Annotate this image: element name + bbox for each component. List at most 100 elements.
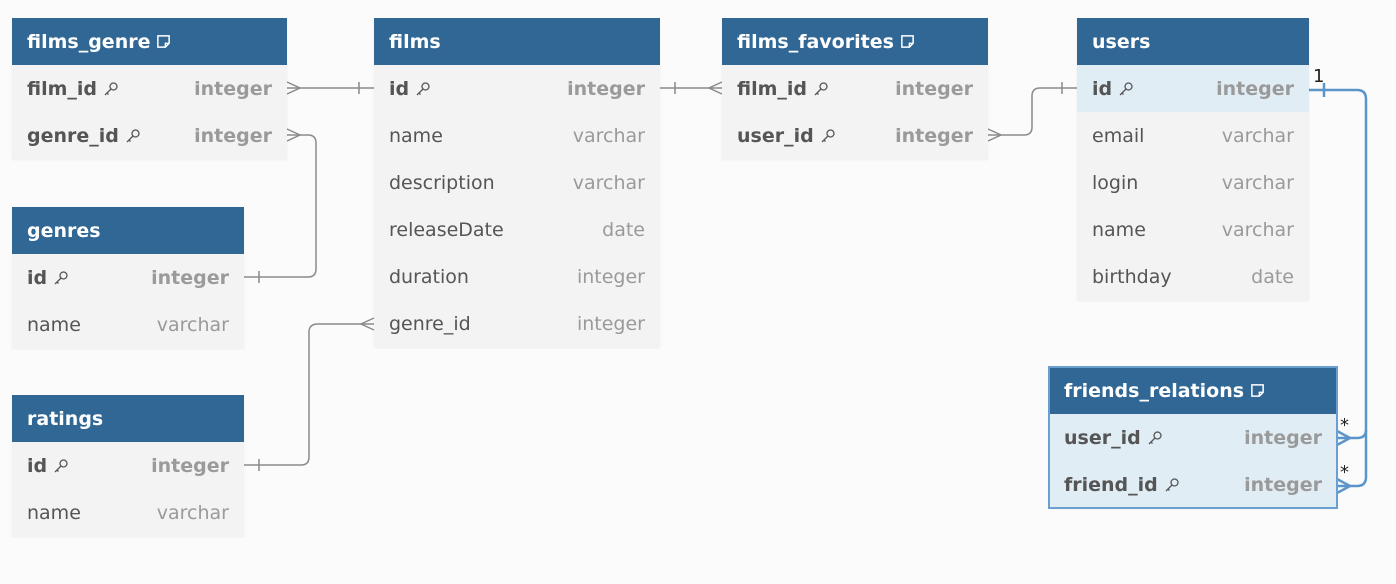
cardinality-many-label: *: [1340, 462, 1349, 483]
field-name: releaseDate: [389, 218, 504, 241]
table-row[interactable]: friend_id integer: [1049, 461, 1337, 508]
cardinality-many-label: *: [1340, 415, 1349, 436]
field-name: friend_id: [1064, 473, 1158, 496]
field-type: varchar: [156, 501, 229, 524]
edge-films-genre-id-to-ratings: [244, 323, 374, 466]
table-header[interactable]: films: [374, 18, 660, 65]
table-header[interactable]: users: [1077, 18, 1309, 65]
field-name: user_id: [737, 124, 814, 147]
field-name: birthday: [1092, 265, 1172, 288]
field-name: name: [389, 124, 443, 147]
field-name: film_id: [27, 77, 98, 100]
table-films[interactable]: films id integer name varchar descriptio…: [374, 18, 660, 347]
field-type: integer: [576, 312, 645, 335]
table-header[interactable]: genres: [12, 207, 244, 254]
crowfoot-many-icon: [707, 81, 723, 95]
field-type: integer: [151, 454, 229, 477]
table-header[interactable]: films_genre: [12, 18, 287, 65]
table-row[interactable]: description varchar: [374, 159, 660, 206]
table-title: genres: [27, 219, 101, 242]
table-row[interactable]: name varchar: [12, 301, 244, 348]
field-name: genre_id: [27, 124, 119, 147]
table-row[interactable]: login varchar: [1077, 159, 1309, 206]
crowfoot-many-icon: [286, 81, 302, 95]
table-title: ratings: [27, 407, 104, 430]
table-row[interactable]: genre_id integer: [374, 300, 660, 347]
table-row[interactable]: user_id integer: [1049, 414, 1337, 461]
crowfoot-many-icon: [286, 128, 302, 142]
table-row[interactable]: id integer: [374, 65, 660, 112]
field-type: integer: [194, 124, 272, 147]
key-icon: [416, 81, 430, 95]
field-name: user_id: [1064, 426, 1141, 449]
table-row[interactable]: birthday date: [1077, 253, 1309, 300]
field-type: date: [602, 218, 645, 241]
key-icon: [1165, 477, 1179, 491]
field-name: id: [27, 454, 48, 477]
table-users[interactable]: users id integer email varchar login var…: [1077, 18, 1309, 300]
field-name: film_id: [737, 77, 808, 100]
field-name: name: [27, 501, 81, 524]
cardinality-one-label: 1: [1313, 66, 1325, 87]
field-type: integer: [151, 266, 229, 289]
key-icon: [1119, 81, 1133, 95]
field-type: integer: [1244, 426, 1322, 449]
field-type: varchar: [1221, 218, 1294, 241]
field-type: integer: [1216, 77, 1294, 100]
field-type: varchar: [1221, 171, 1294, 194]
note-icon[interactable]: [900, 34, 915, 49]
table-row[interactable]: film_id integer: [722, 65, 988, 112]
field-type: varchar: [1221, 124, 1294, 147]
table-films-genre[interactable]: films_genre film_id integer genre_id int…: [12, 18, 287, 159]
table-row[interactable]: id integer: [1077, 65, 1309, 112]
crowfoot-many-icon: [987, 128, 1003, 142]
key-icon: [821, 128, 835, 142]
field-name: duration: [389, 265, 469, 288]
table-friends-relations[interactable]: friends_relations user_id integer friend…: [1048, 366, 1338, 509]
table-header[interactable]: ratings: [12, 395, 244, 442]
table-row[interactable]: user_id integer: [722, 112, 988, 159]
table-row[interactable]: name varchar: [1077, 206, 1309, 253]
edge-films-favorites-to-users: [988, 87, 1077, 136]
field-name: genre_id: [389, 312, 471, 335]
table-films-favorites[interactable]: films_favorites film_id integer user_id …: [722, 18, 988, 159]
table-row[interactable]: releaseDate date: [374, 206, 660, 253]
table-row[interactable]: name varchar: [374, 112, 660, 159]
field-name: name: [1092, 218, 1146, 241]
key-icon: [104, 81, 118, 95]
table-row[interactable]: genre_id integer: [12, 112, 287, 159]
table-title: films_genre: [27, 30, 151, 53]
field-type: integer: [895, 124, 973, 147]
field-name: id: [1092, 77, 1113, 100]
table-genres[interactable]: genres id integer name varchar: [12, 207, 244, 348]
table-row[interactable]: id integer: [12, 442, 244, 489]
table-row[interactable]: film_id integer: [12, 65, 287, 112]
note-icon[interactable]: [1250, 383, 1265, 398]
table-row[interactable]: name varchar: [12, 489, 244, 536]
table-title: friends_relations: [1064, 379, 1245, 402]
field-type: integer: [895, 77, 973, 100]
key-icon: [1148, 430, 1162, 444]
field-type: varchar: [572, 124, 645, 147]
table-header[interactable]: films_favorites: [722, 18, 988, 65]
field-name: name: [27, 313, 81, 336]
key-icon: [54, 458, 68, 472]
field-type: varchar: [572, 171, 645, 194]
note-icon[interactable]: [156, 34, 171, 49]
field-name: description: [389, 171, 495, 194]
key-icon: [54, 270, 68, 284]
table-row[interactable]: duration integer: [374, 253, 660, 300]
table-row[interactable]: email varchar: [1077, 112, 1309, 159]
table-title: films: [389, 30, 441, 53]
table-row[interactable]: id integer: [12, 254, 244, 301]
table-ratings[interactable]: ratings id integer name varchar: [12, 395, 244, 536]
field-name: email: [1092, 124, 1145, 147]
table-title: films_favorites: [737, 30, 894, 53]
field-type: integer: [576, 265, 645, 288]
key-icon: [814, 81, 828, 95]
field-type: integer: [1244, 473, 1322, 496]
field-type: integer: [567, 77, 645, 100]
field-type: integer: [194, 77, 272, 100]
field-name: id: [389, 77, 410, 100]
table-header[interactable]: friends_relations: [1049, 367, 1337, 414]
